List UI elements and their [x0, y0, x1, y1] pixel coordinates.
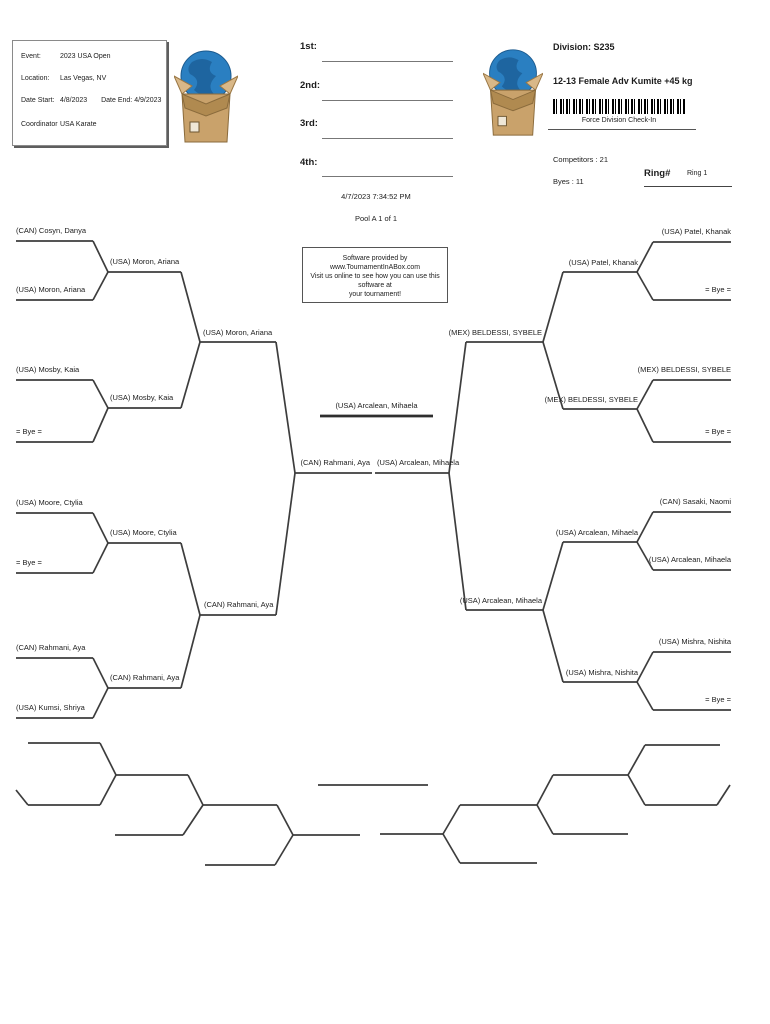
player-label: (USA) Mishra, Nishita — [565, 668, 638, 677]
player-label: (USA) Mosby, Kaia — [16, 365, 80, 374]
player-label: (CAN) Sasaki, Naomi — [659, 497, 731, 506]
ring-label: Ring# — [644, 168, 671, 179]
fourth-place-line — [322, 176, 453, 177]
event-info-box: Event: 2023 USA Open Location: Las Vegas… — [12, 40, 167, 146]
player-label: (CAN) Rahmani, Aya — [16, 643, 86, 652]
date-end-label: Date End: — [101, 97, 133, 104]
date-start-value: 4/8/2023 — [59, 97, 88, 104]
first-place-label: 1st: — [300, 41, 317, 52]
player-label: (USA) Patel, Khanak — [568, 258, 638, 267]
software-credit-box: Software provided by www.TournamentInABo… — [302, 247, 448, 303]
player-label: (USA) Moron, Ariana — [203, 328, 273, 337]
event-value: 2023 USA Open — [59, 53, 111, 60]
location-label: Location: — [21, 75, 50, 82]
third-place-label: 3rd: — [300, 118, 318, 129]
barcode-caption: Force Division Check-In — [581, 117, 657, 124]
software-credit-line2: Visit us online to see how you can use t… — [310, 273, 440, 289]
date-start-label: Date Start: — [21, 97, 55, 104]
player-label: (MEX) BELDESSI, SYBELE — [637, 365, 731, 374]
location-value: Las Vegas, NV — [59, 75, 107, 82]
second-place-line — [322, 100, 453, 101]
division-title: Division: S235 — [553, 42, 615, 52]
second-place-label: 2nd: — [300, 80, 321, 91]
division-barcode — [553, 99, 685, 114]
player-label: (CAN) Rahmani, Aya — [110, 673, 180, 682]
coordinator-row: Coordinator USA Karate — [21, 121, 97, 129]
pool-label: Pool A 1 of 1 — [354, 214, 398, 223]
event-label: Event: — [21, 53, 41, 60]
player-label: (USA) Moron, Ariana — [110, 257, 180, 266]
player-label: (CAN) Cosyn, Danya — [16, 226, 87, 235]
tournament-in-a-box-logo — [174, 50, 238, 143]
third-place-line — [322, 138, 453, 139]
ring-line — [644, 186, 732, 187]
tournament-in-a-box-logo-right — [483, 49, 543, 136]
player-label: (USA) Arcalean, Mihaela — [648, 555, 731, 564]
player-label: (MEX) BELDESSI, SYBELE — [544, 395, 638, 404]
player-label: (USA) Arcalean, Mihaela — [555, 528, 638, 537]
player-label: (USA) Moore, Ctylia — [110, 528, 177, 537]
dates-row: Date Start: 4/8/2023 Date End: 4/9/2023 — [21, 97, 161, 105]
coordinator-label: Coordinator — [21, 121, 58, 128]
location-row: Location: Las Vegas, NV — [21, 75, 106, 83]
bye-label: = Bye = — [16, 427, 42, 436]
bye-label: = Bye = — [705, 427, 731, 436]
ring-value: Ring 1 — [687, 170, 708, 177]
player-label: (CAN) Rahmani, Aya — [204, 600, 274, 609]
player-label: (MEX) BELDESSI, SYBELE — [448, 328, 542, 337]
player-label: (USA) Mishra, Nishita — [658, 637, 731, 646]
coordinator-value: USA Karate — [59, 121, 97, 128]
player-label: (USA) Moron, Ariana — [16, 285, 86, 294]
champion-label: (USA) Arcalean, Mihaela — [335, 401, 418, 410]
fourth-place-label: 4th: — [300, 157, 318, 168]
bye-label: = Bye = — [705, 285, 731, 294]
division-code: S235 — [593, 42, 615, 52]
player-label: (USA) Moore, Ctylia — [16, 498, 83, 507]
bye-label: = Bye = — [16, 558, 42, 567]
software-credit-line1: Software provided by www.TournamentInABo… — [330, 255, 420, 271]
division-name: 12-13 Female Adv Kumite +45 kg — [553, 76, 693, 86]
barcode-caption-underline — [548, 129, 696, 130]
player-label: (USA) Kumsi, Shriya — [16, 703, 85, 712]
printed-timestamp: 4/7/2023 7:34:52 PM — [341, 192, 411, 201]
competitors-count: Competitors : 21 — [553, 155, 609, 164]
finalist-right-label: (USA) Arcalean, Mihaela — [377, 458, 460, 467]
player-label: (USA) Mosby, Kaia — [110, 393, 174, 402]
event-row: Event: 2023 USA Open — [21, 53, 111, 61]
software-credit-line3: your tournament! — [348, 291, 402, 298]
finalist-left-label: (CAN) Rahmani, Aya — [300, 458, 370, 467]
player-label: (USA) Patel, Khanak — [661, 227, 731, 236]
byes-count: Byes : 11 — [553, 177, 584, 186]
date-end-value: 4/9/2023 — [134, 97, 162, 104]
player-label: (USA) Arcalean, Mihaela — [459, 596, 542, 605]
first-place-line — [322, 61, 453, 62]
division-label: Division: — [553, 42, 592, 52]
bye-label: = Bye = — [705, 695, 731, 704]
